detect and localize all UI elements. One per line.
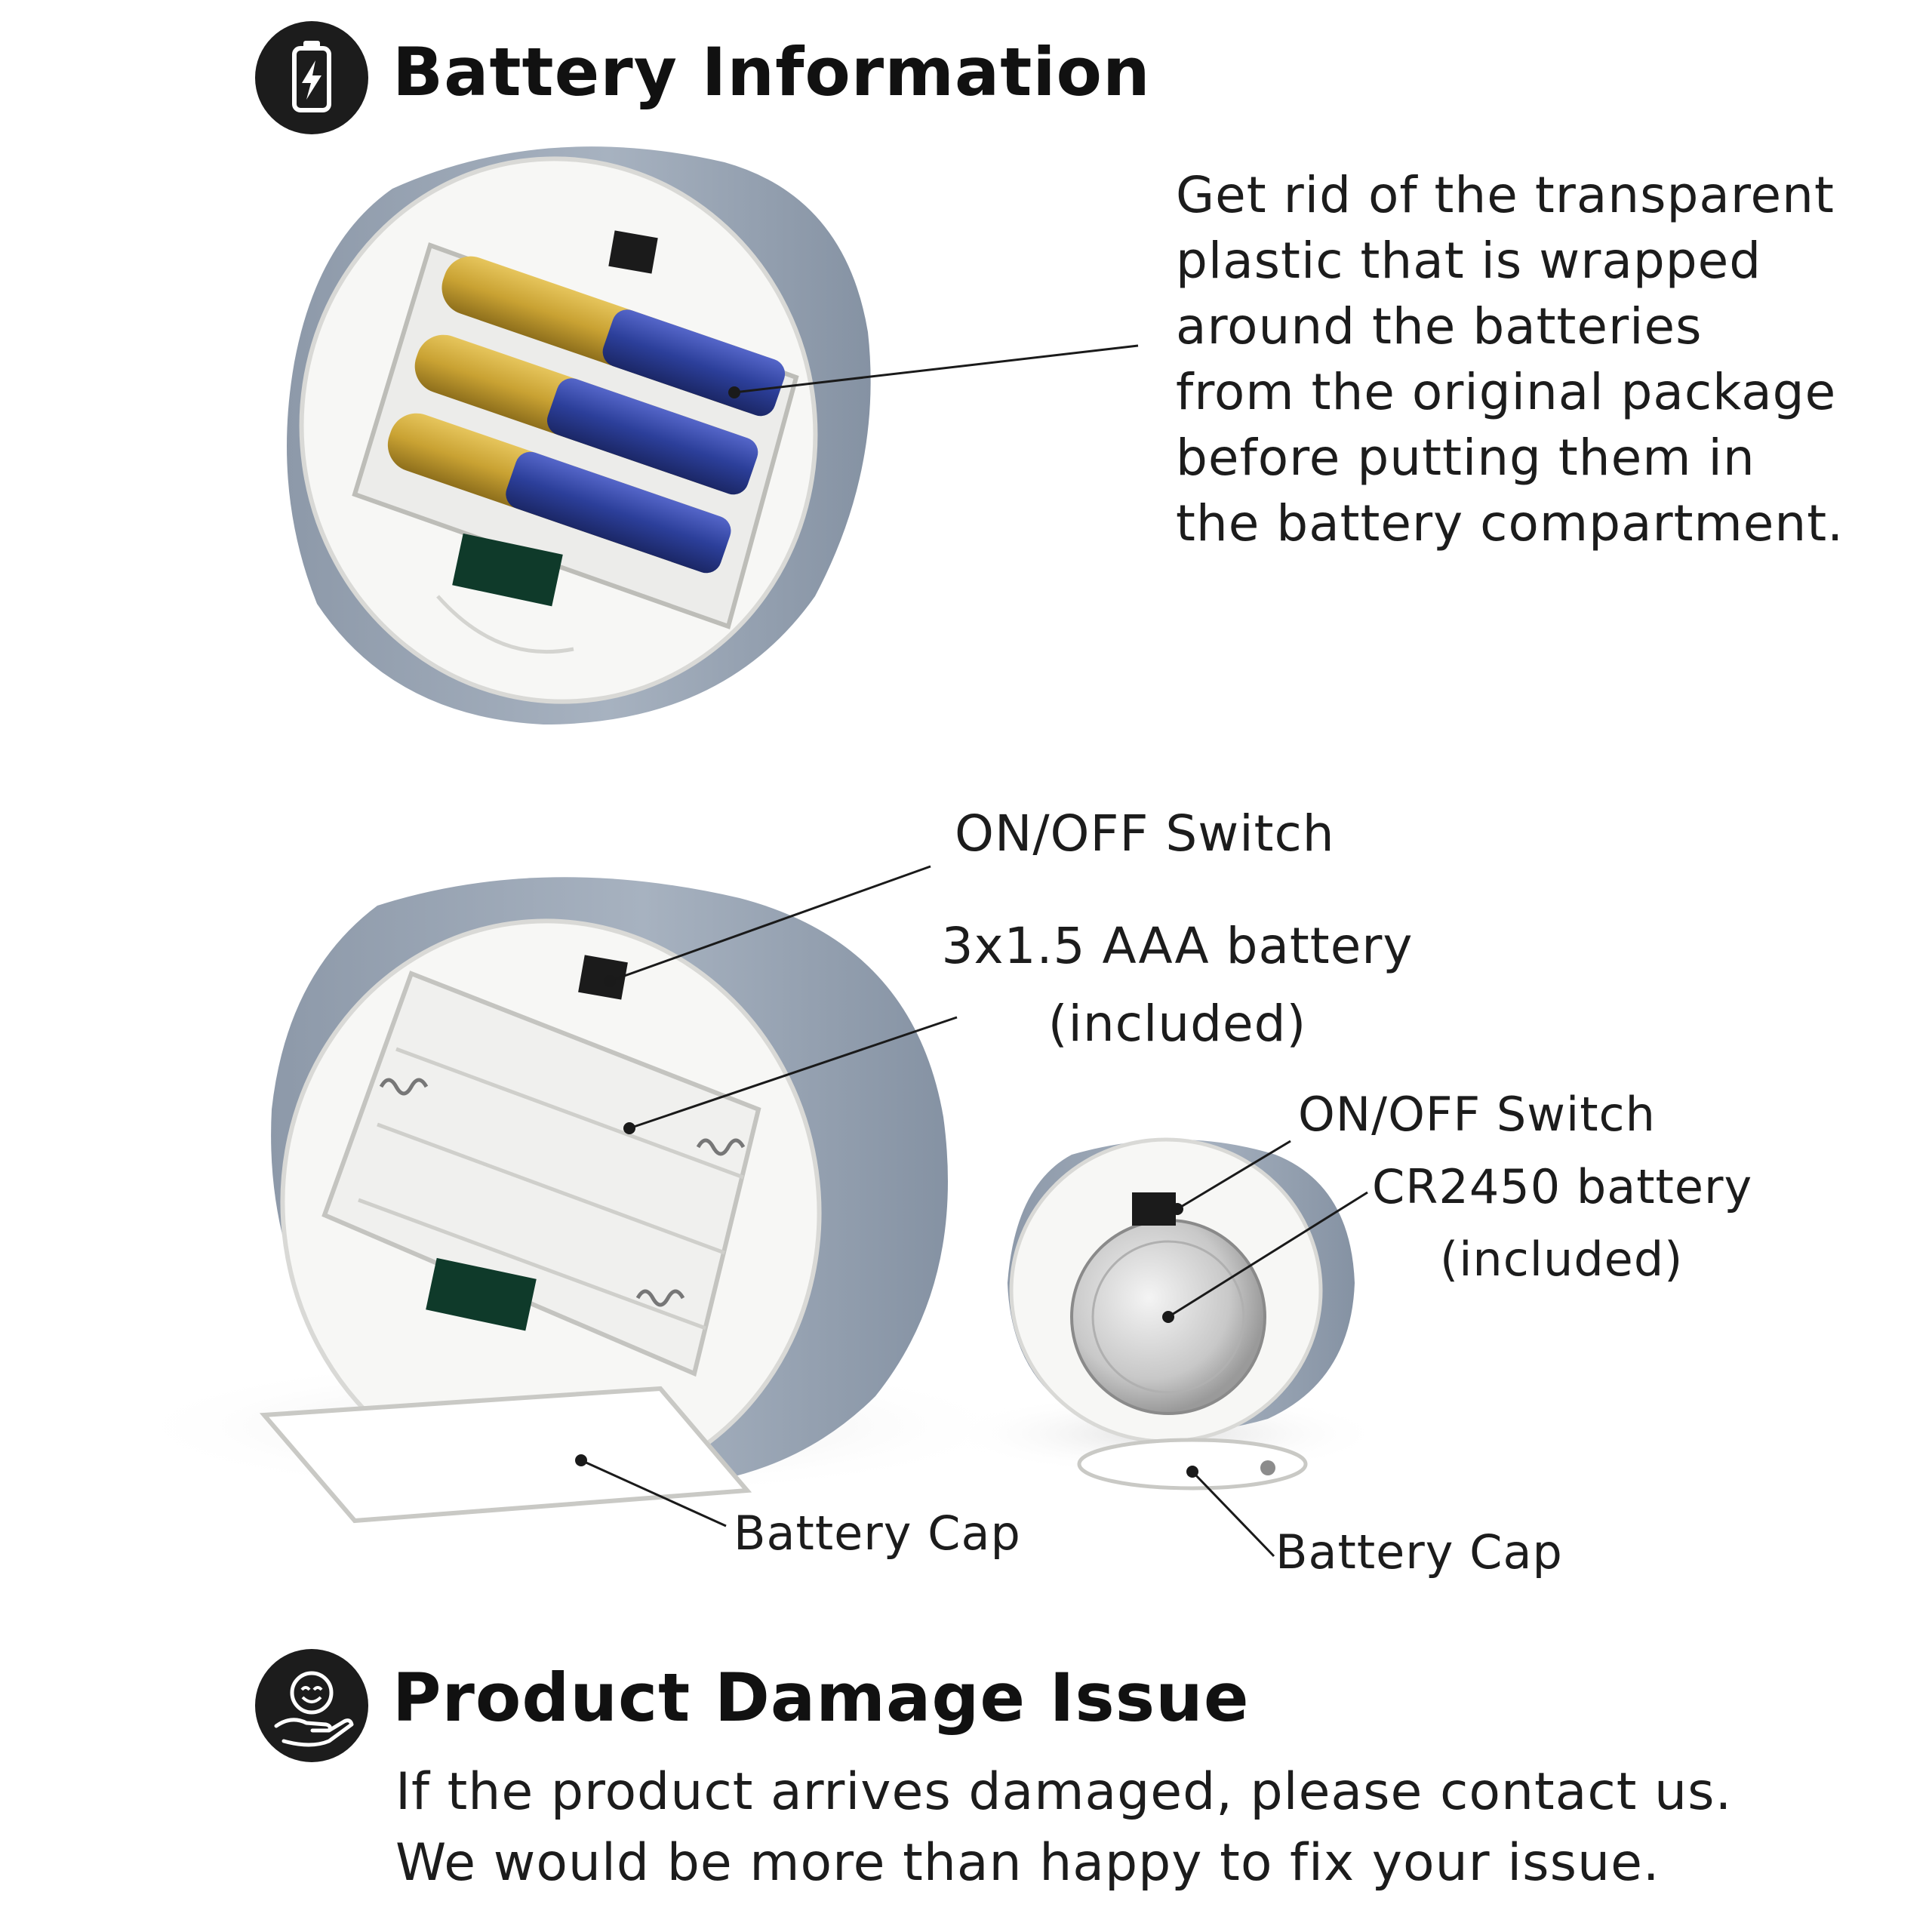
battery-note-line: the battery compartment. — [1176, 494, 1844, 552]
large-candle — [121, 865, 1026, 1527]
battery-charging-icon — [255, 21, 368, 134]
battery-note-line: from the original package — [1176, 363, 1837, 421]
damage-text: If the product arrives damaged, please c… — [395, 1757, 1732, 1899]
smiley-hand-icon — [255, 1649, 368, 1762]
small-battery-label-line1: CR2450 battery — [1372, 1159, 1753, 1214]
large-battery-label-line1: 3x1.5 AAA battery — [941, 917, 1414, 975]
small-switch-label: ON/OFF Switch — [1298, 1087, 1656, 1142]
damage-text-line: If the product arrives damaged, please c… — [395, 1762, 1733, 1822]
battery-note-line: before putting them in — [1176, 429, 1755, 487]
battery-note: Get rid of the transparent plastic that … — [1176, 162, 1844, 556]
battery-note-line: plastic that is wrapped — [1176, 232, 1762, 290]
top-candle — [287, 146, 1139, 724]
damage-heading: Product Damage Issue — [392, 1659, 1250, 1737]
small-battery-label-line2: (included) — [1440, 1232, 1684, 1287]
large-switch-label: ON/OFF Switch — [955, 804, 1335, 863]
small-cap-label: Battery Cap — [1275, 1524, 1563, 1580]
small-candle — [947, 1137, 1385, 1558]
large-battery-label-line2: (included) — [1048, 995, 1307, 1053]
large-cap-label: Battery Cap — [734, 1506, 1021, 1561]
damage-text-line: We would be more than happy to fix your … — [395, 1833, 1660, 1893]
battery-info-heading: Battery Information — [392, 33, 1151, 111]
battery-note-line: Get rid of the transparent — [1176, 166, 1835, 224]
battery-note-line: around the batteries — [1176, 297, 1703, 355]
